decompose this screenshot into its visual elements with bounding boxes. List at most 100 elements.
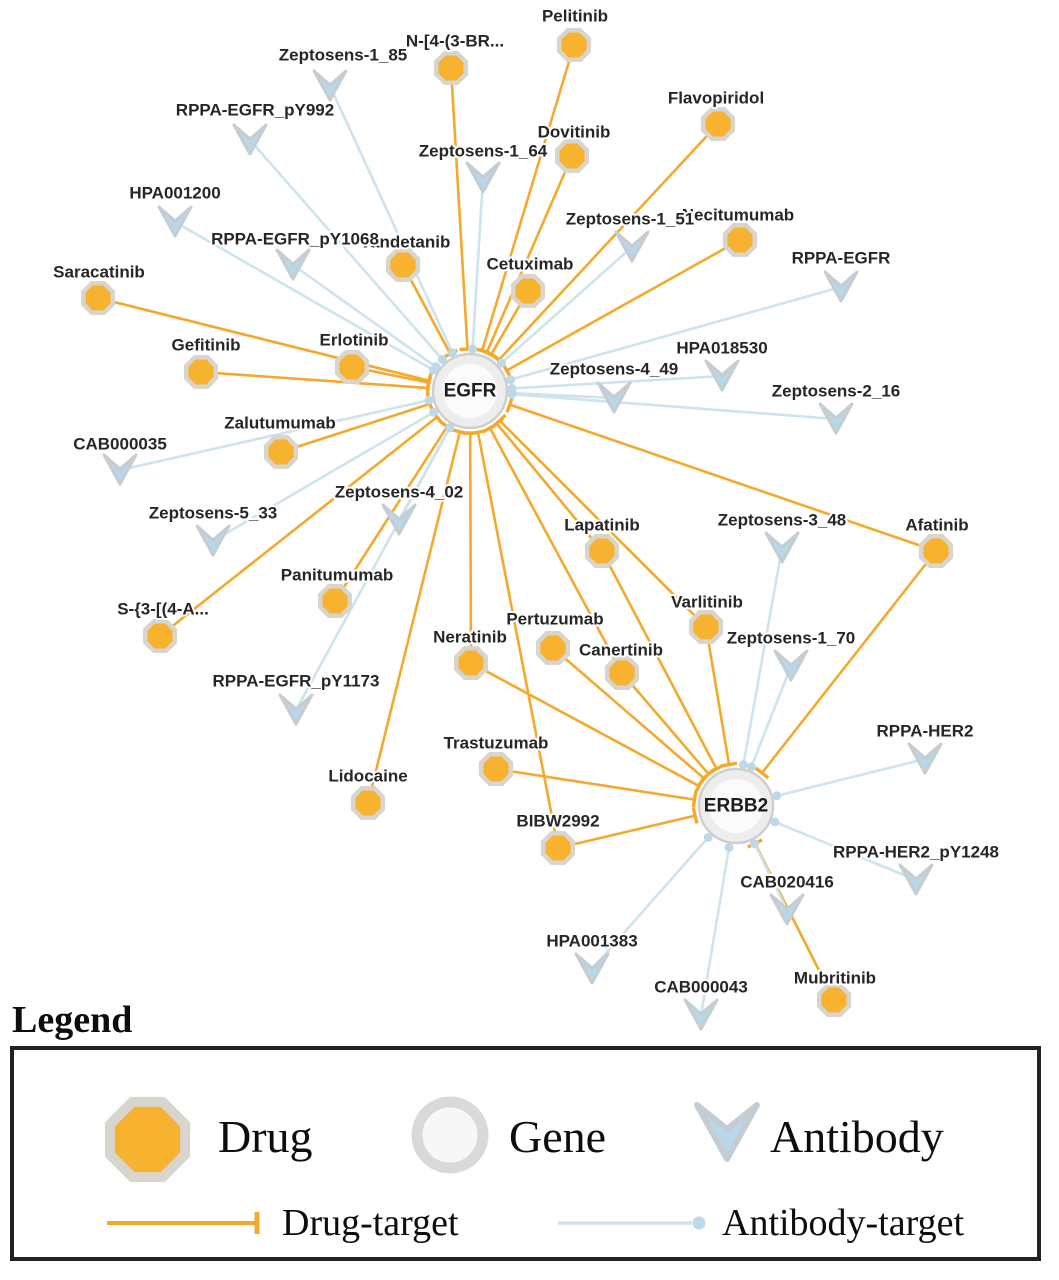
drug-node [385, 247, 421, 283]
drug-target-edge-tee [720, 761, 738, 768]
drug-node [478, 751, 514, 787]
antibody-target-edge [249, 139, 444, 361]
antibody-target-edge [510, 285, 842, 381]
antibody-target-edge-dot [724, 842, 734, 852]
antibody-node-label: HPA001200 [129, 184, 220, 203]
drug-node-label: Lapatinib [564, 516, 640, 535]
antibody-node-label: RPPA-EGFR_pY1068 [211, 230, 379, 249]
antibody-node [195, 524, 231, 557]
antibody-node-label: CAB020416 [740, 873, 834, 892]
antibody-node-label: RPPA-EGFR [792, 249, 891, 268]
drug-node [535, 630, 571, 666]
drug-target-edge [468, 432, 473, 664]
antibody-node-label: Zeptosens-1_70 [727, 629, 856, 648]
drug-node [540, 830, 576, 866]
antibody-node-label: Zeptosens-3_48 [718, 511, 847, 530]
drug-node [453, 645, 489, 681]
drug-node [816, 982, 852, 1018]
drug-node [433, 50, 469, 86]
drug-target-edge [495, 767, 695, 801]
legend-title: Legend [12, 999, 133, 1041]
drug-node [263, 434, 299, 470]
drug-node-label: Erlotinib [320, 331, 389, 350]
gene-node-icon [411, 1096, 489, 1174]
drug-target-edge [476, 431, 560, 849]
drug-node-label: Varlitinib [671, 593, 743, 612]
drug-target-edge-tee [425, 374, 433, 391]
antibody-node [574, 952, 610, 985]
drug-target-edge [621, 672, 710, 775]
drug-node-icon [104, 1096, 191, 1183]
antibody-target-edge [292, 263, 437, 368]
drug-node-label: Saracatinib [53, 263, 145, 282]
antibody-target-edge [511, 392, 837, 421]
drug-node [334, 349, 370, 385]
antibody-node-label: RPPA-EGFR_pY992 [176, 101, 334, 120]
drug-target-edge [280, 402, 431, 454]
drug-node [556, 27, 592, 63]
drug-node [554, 138, 590, 174]
antibody-node-label: Zeptosens-1_51 [566, 210, 695, 229]
antibody-target-edge-icon [558, 1216, 706, 1230]
drug-node-label: BIBW2992 [516, 812, 599, 831]
drug-node-label: Trastuzumab [444, 734, 549, 753]
drug-target-edge-tee [754, 766, 770, 780]
drug-target-edge [366, 431, 462, 804]
drug-node [510, 273, 546, 309]
legend-antibody-target-label: Antibody-target [722, 1202, 965, 1244]
drug-node-label: Lidocaine [328, 767, 407, 786]
drug-node-label: Pertuzumab [506, 610, 603, 629]
antibody-target-edge [753, 843, 789, 911]
antibody-target-edge [511, 391, 615, 400]
gene-node-inner [709, 779, 763, 833]
drug-node-label: Panitumumab [281, 566, 393, 585]
antibody-target-edge-dot [505, 375, 515, 385]
antibody-node-label: Zeptosens-4_49 [550, 360, 679, 379]
drug-target-edge-tee [505, 396, 514, 413]
drug-target-edge [552, 647, 706, 780]
legend-drug-label: Drug [218, 1111, 313, 1162]
antibody-node [898, 863, 934, 896]
antibody-target-edge [774, 820, 917, 882]
antibody-node [102, 453, 138, 486]
antibody-target-edge-dot [772, 791, 782, 801]
antibody-node [465, 161, 501, 194]
antibody-target-edge [750, 665, 793, 768]
antibody-target-edge-dot [429, 407, 439, 417]
drug-target-edge [97, 296, 430, 383]
drug-target-edge [159, 416, 438, 638]
antibody-node [704, 359, 740, 392]
antibody-target-edge-dot [703, 832, 713, 842]
drug-target-edge-icon [107, 1212, 260, 1234]
drug-node-label: Flavopiridol [668, 89, 764, 108]
drug-node [584, 533, 620, 569]
antibody-node-label: Zeptosens-2_16 [772, 382, 901, 401]
drug-target-edge [488, 427, 624, 674]
drug-node [722, 222, 758, 258]
antibody-node [683, 998, 719, 1031]
drug-node-label: Dovitinib [538, 123, 611, 142]
antibody-node [907, 742, 943, 775]
drug-target-edge [557, 814, 696, 850]
antibody-node-label: RPPA-HER2_pY1248 [833, 843, 999, 862]
drug-node [317, 583, 353, 619]
antibody-target-edge-dot [445, 423, 455, 433]
antibody-target-edge [212, 411, 435, 543]
drug-node-label: Afatinib [905, 516, 968, 535]
antibody-target-edge [471, 177, 485, 350]
antibody-target-edge-dot [431, 362, 441, 372]
antibody-node [278, 693, 314, 726]
antibody-node [596, 381, 632, 414]
antibody-node-label: RPPA-EGFR_pY1173 [213, 672, 380, 691]
antibody-node-label: RPPA-HER2 [877, 722, 974, 741]
antibody-node [773, 649, 809, 682]
gene-node-label: ERBB2 [704, 796, 768, 817]
drug-target-edge [200, 370, 429, 390]
drug-node [183, 354, 219, 390]
drug-target-edge [470, 661, 700, 788]
antibody-node [157, 205, 193, 238]
edges-layer [97, 44, 938, 1016]
drug-target-edge [495, 422, 604, 552]
drug-target-edge [704, 626, 731, 765]
antibody-node [769, 893, 805, 926]
